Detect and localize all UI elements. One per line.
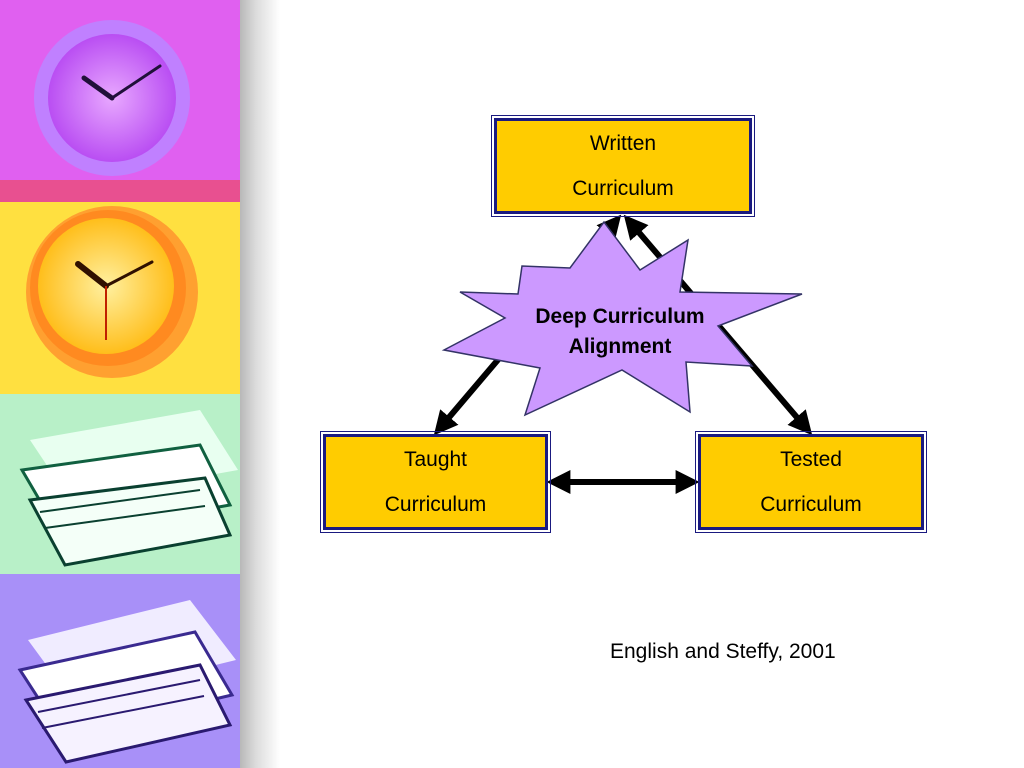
green-books-panel (0, 394, 240, 574)
tested-line2: Curriculum (760, 493, 862, 516)
taught-line2: Curriculum (384, 493, 487, 516)
sidebar-shadow (240, 0, 280, 768)
center-label-line2: Alignment (568, 335, 672, 358)
taught-curriculum-box: Taught Curriculum (320, 431, 551, 533)
center-label: Deep Curriculum Alignment (505, 302, 735, 362)
written-line2: Curriculum (572, 177, 674, 200)
tested-curriculum-box: Tested Curriculum (695, 431, 927, 533)
taught-line1: Taught (403, 448, 468, 471)
center-label-line1: Deep Curriculum (535, 305, 705, 328)
purple-clock-panel (0, 0, 240, 202)
yellow-clock-panel (0, 202, 240, 394)
violet-books-panel (0, 574, 240, 768)
written-line1: Written (589, 132, 657, 155)
citation-text: English and Steffy, 2001 (610, 640, 836, 663)
tested-line1: Tested (780, 448, 842, 471)
written-curriculum-box: Written Curriculum (491, 115, 755, 217)
starburst-shape (441, 220, 803, 417)
decorative-sidebar (0, 0, 240, 768)
